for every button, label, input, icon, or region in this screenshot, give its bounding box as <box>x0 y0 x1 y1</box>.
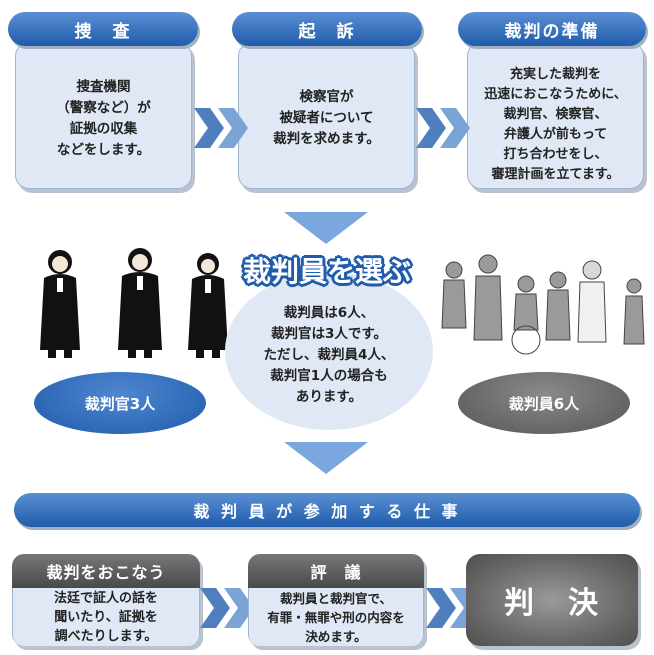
double-chevron-icon <box>200 588 254 628</box>
judges-count-badge: 裁判官3人 <box>34 372 206 434</box>
down-arrow-icon <box>284 212 368 244</box>
task-trial-text: 法廷で証人の話を 聞いたり、証拠を 調べたりします。 <box>12 588 200 646</box>
task-trial-title: 裁判をおこなう <box>12 554 200 588</box>
selection-circle <box>225 272 433 430</box>
stage-preparation-box: 充実した裁判を 迅速におこなうために、 裁判官、検察官、 弁護人が前もって 打ち… <box>467 42 644 189</box>
jurors-illustration <box>441 254 645 355</box>
selection-text: 裁判員は6人、 裁判官は3人です。 ただし、裁判員4人、 裁判官1人の場合も あ… <box>263 305 395 405</box>
stage-indictment-box: 検察官が 被疑者について 裁判を求めます。 <box>238 42 415 189</box>
stage-indictment-text: 検察官が 被疑者について 裁判を求めます。 <box>273 89 380 147</box>
selection-title: 裁判員を選ぶ <box>242 255 411 288</box>
judges-illustration <box>40 248 228 358</box>
jurors-count-badge: 裁判員6人 <box>458 372 630 434</box>
task-deliberation-box: 評 議 裁判員と裁判官で、 有罪・無罪や刑の内容を 決めます。 <box>248 554 424 646</box>
stage-preparation-title: 裁判の準備 <box>458 12 646 46</box>
stage-investigation-box: 捜査機関 （警察など）が 証拠の収集 などをします。 <box>15 42 192 189</box>
stage-investigation-title: 捜 査 <box>8 12 198 46</box>
tasks-banner: 裁 判 員 が 参 加 す る 仕 事 <box>14 493 640 527</box>
task-deliberation-title: 評 議 <box>248 554 424 588</box>
task-trial-box: 裁判をおこなう 法廷で証人の話を 聞いたり、証拠を 調べたりします。 <box>12 554 200 646</box>
down-arrow-icon <box>284 442 368 474</box>
stage-preparation-text: 充実した裁判を 迅速におこなうために、 裁判官、検察官、 弁護人が前もって 打ち… <box>484 67 627 182</box>
stage-investigation-text: 捜査機関 （警察など）が 証拠の収集 などをします。 <box>56 79 151 158</box>
double-chevron-icon <box>194 108 248 148</box>
stage-indictment-title: 起 訴 <box>232 12 422 46</box>
task-deliberation-text: 裁判員と裁判官で、 有罪・無罪や刑の内容を 決めます。 <box>248 588 424 646</box>
verdict-box: 判 決 <box>466 554 638 646</box>
double-chevron-icon <box>416 108 470 148</box>
